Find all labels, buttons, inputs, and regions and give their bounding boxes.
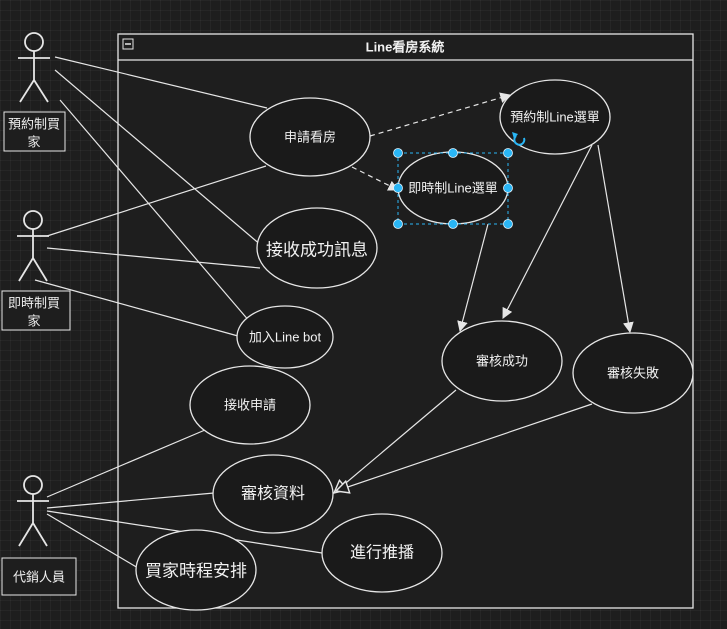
use-case-label: 審核失敗: [607, 366, 659, 381]
actor-label-line: 代銷人員: [13, 570, 65, 585]
assoc-reserve-success[interactable]: [54, 69, 263, 247]
use-case-review-success[interactable]: 審核成功: [441, 320, 563, 402]
assoc-agent-schedule[interactable]: [46, 513, 139, 569]
use-case-label: 審核成功: [476, 354, 528, 369]
use-case-join-bot[interactable]: 加入Line bot: [236, 305, 334, 369]
use-case-label: 申請看房: [284, 130, 336, 145]
actor-label-line: 即時制買: [8, 296, 60, 311]
rotate-icon[interactable]: [512, 132, 526, 146]
arrow-instant-to-success[interactable]: [457, 223, 489, 333]
use-case-label: 買家時程安排: [145, 562, 247, 581]
use-case-label: 進行推播: [350, 544, 414, 562]
use-case-reserve-menu[interactable]: 預約制Line選單: [499, 79, 611, 155]
actor-reserve-buyer[interactable]: 預約制買 家: [3, 32, 66, 152]
solid-arrows: [457, 144, 634, 334]
stick-figure-icon: [18, 32, 50, 103]
arrow-fail-to-review[interactable]: [336, 403, 593, 491]
assoc-agent-receive[interactable]: [46, 429, 206, 498]
use-case-receive-application[interactable]: 接收申請: [189, 365, 311, 445]
actor-label-line: 家: [27, 314, 40, 329]
use-case-apply-viewing[interactable]: 申請看房: [249, 97, 371, 177]
collapse-icon[interactable]: [122, 38, 134, 50]
use-case-receive-success[interactable]: 接收成功訊息: [256, 207, 378, 289]
use-case-review-fail[interactable]: 審核失敗: [572, 332, 694, 414]
dashed-arrows: [351, 92, 512, 191]
assoc-instant-success[interactable]: [46, 247, 261, 269]
actor-instant-buyer[interactable]: 即時制買 家: [1, 210, 71, 331]
assoc-reserve-bot[interactable]: [59, 99, 251, 323]
use-case-label: 即時制Line選單: [408, 181, 498, 196]
resize-handle[interactable]: [448, 148, 458, 158]
selection-box: [393, 132, 526, 229]
resize-handle[interactable]: [393, 183, 403, 193]
actor-agent[interactable]: 代銷人員: [1, 475, 77, 596]
use-case-label: 接收申請: [224, 398, 276, 413]
use-case-label: 預約制Line選單: [510, 110, 600, 125]
use-case-review-data[interactable]: 審核資料: [212, 454, 334, 534]
resize-handle[interactable]: [448, 219, 458, 229]
assoc-reserve-apply[interactable]: [54, 56, 268, 109]
dashed-arrow-apply-reserve[interactable]: [369, 92, 512, 137]
resize-handle[interactable]: [503, 183, 513, 193]
actor-label-line: 預約制買: [8, 117, 60, 132]
system-title: Line看房系統: [366, 40, 445, 55]
use-case-instant-menu[interactable]: 即時制Line選單: [397, 151, 509, 225]
use-case-push-broadcast[interactable]: 進行推播: [321, 513, 443, 593]
assoc-instant-apply[interactable]: [46, 165, 267, 237]
use-case-label: 加入Line bot: [249, 330, 322, 345]
arrow-reserve-to-fail[interactable]: [597, 144, 634, 334]
arrow-success-to-review[interactable]: [334, 389, 457, 493]
use-case-label: 接收成功訊息: [266, 241, 368, 260]
resize-handle[interactable]: [503, 148, 513, 158]
use-case-buyer-schedule[interactable]: 買家時程安排: [135, 529, 257, 611]
arrow-reserve-to-success[interactable]: [502, 144, 593, 319]
assoc-instant-bot[interactable]: [34, 279, 239, 337]
resize-handle[interactable]: [503, 219, 513, 229]
stick-figure-icon: [17, 210, 49, 282]
actor-label-line: 家: [27, 135, 40, 150]
open-arrows: [334, 389, 593, 493]
stick-figure-icon: [17, 475, 49, 547]
resize-handle[interactable]: [393, 219, 403, 229]
resize-handle[interactable]: [393, 148, 403, 158]
assoc-agent-review[interactable]: [46, 492, 215, 509]
use-case-label: 審核資料: [241, 485, 305, 503]
